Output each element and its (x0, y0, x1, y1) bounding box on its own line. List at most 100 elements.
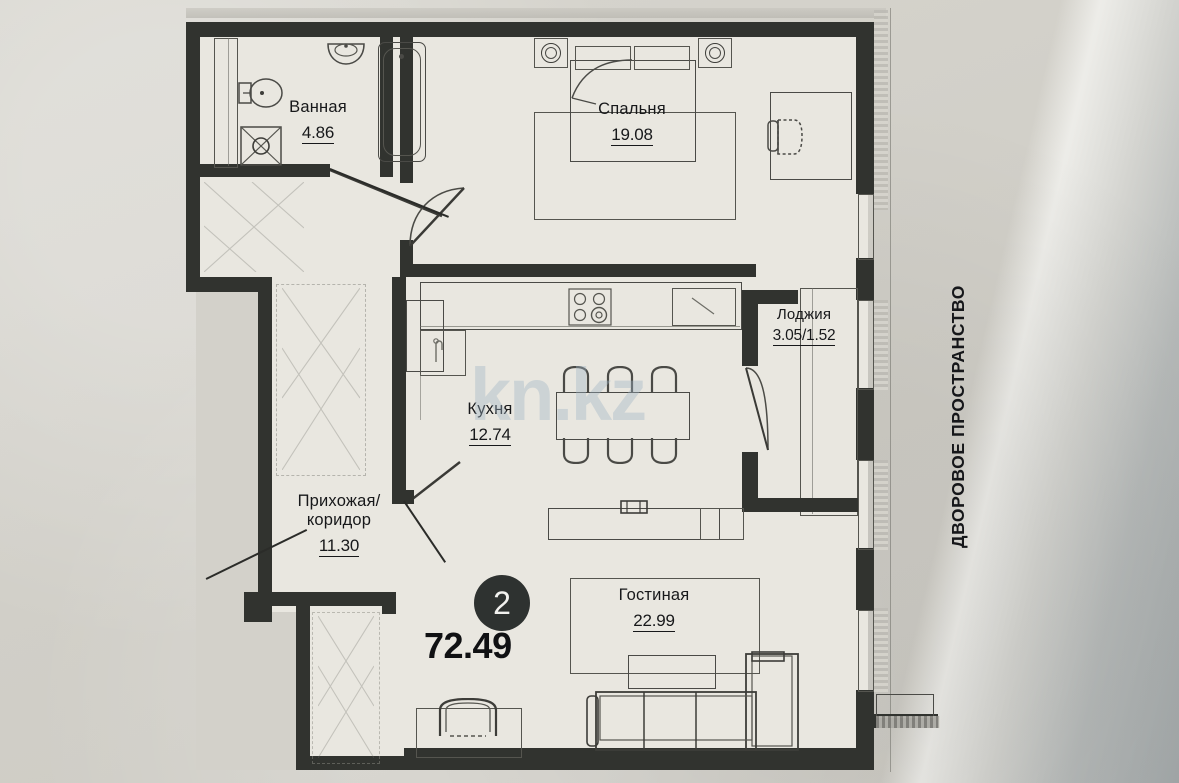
wall-bottom-left-shelf (244, 592, 396, 606)
room-name-kitchen: Кухня (467, 400, 513, 418)
nightstand-left (534, 38, 568, 68)
balcony-hatch (876, 716, 940, 728)
door-bathroom (329, 168, 450, 220)
total-area-value: 72.49 (424, 625, 512, 666)
kitchen-sink-bowl (690, 296, 716, 316)
bedroom-rug (534, 112, 736, 220)
facade-hatch-1 (874, 10, 888, 210)
bathtub-drain (399, 54, 404, 59)
wall-loggia-lower-left (742, 452, 758, 512)
facade-outline (890, 8, 892, 772)
nightstand-lamp-right (705, 43, 725, 63)
rooms-count-badge: 2 (474, 575, 530, 631)
side-cabinet (700, 508, 744, 540)
wall-exterior-right-4 (856, 548, 874, 610)
wall-corridor-left (258, 277, 272, 622)
pillow-left (575, 46, 631, 70)
wall-kitchen-living-left-stub (392, 490, 414, 504)
facade-hatch-3 (874, 460, 888, 550)
facade-hatch-2 (874, 300, 888, 390)
exterior-space-label: ДВОРОВОЕ ПРОСТРАНСТВО (948, 285, 968, 548)
pillow-right (634, 46, 690, 70)
nightstand-lamp-right-inner (709, 47, 721, 59)
shaft-hatch-topleft (203, 181, 305, 273)
kitchen-cabinet-line (420, 374, 422, 420)
living-rug (570, 578, 760, 674)
bed-blanket-fold (570, 58, 640, 106)
washing-machine (240, 126, 282, 166)
kitchen-base-cabinet (420, 330, 466, 376)
room-label-hall: Прихожая/ коридор 11.30 (264, 492, 414, 557)
wall-bottom-left-return (382, 592, 396, 614)
washbasin (324, 40, 368, 66)
door-kitchen (404, 460, 462, 506)
armchair-base (416, 708, 522, 758)
dining-table (556, 392, 690, 440)
room-name-hall: Прихожая/ (297, 492, 381, 510)
window-right-2 (858, 300, 874, 390)
bathtub-inner (383, 48, 421, 156)
wall-loggia-left (742, 290, 758, 366)
wall-left-jog (186, 277, 272, 292)
tv-unit (620, 500, 648, 514)
sofa-l-shaped (586, 650, 822, 760)
bed (570, 60, 696, 162)
refrigerator (406, 300, 444, 372)
room-area-hall: 11.30 (318, 536, 360, 557)
window-right-1 (858, 194, 874, 260)
door-bedroom (408, 186, 468, 248)
room-label-loggia: Лоджия 3.05/1.52 (752, 306, 856, 347)
room-area-bathroom: 4.86 (301, 123, 335, 144)
room-area-kitchen: 12.74 (469, 425, 511, 446)
facade-hatch-4 (874, 608, 888, 692)
room-label-bedroom: Спальня 19.08 (566, 100, 698, 146)
sheet-edge-top (186, 8, 886, 18)
wall-exterior-right-5 (856, 690, 874, 770)
kitchen-counter-edge (420, 326, 740, 328)
wall-entry-lower-left (296, 606, 310, 770)
window-right-3 (858, 460, 874, 550)
door-loggia (744, 366, 770, 452)
dining-chairs-bottom (560, 438, 686, 465)
shaft-outline-upper (276, 284, 366, 476)
dining-chairs-top (560, 365, 686, 392)
room-label-bathroom: Ванная 4.86 (254, 98, 382, 144)
nightstand-right (698, 38, 732, 68)
room-name-loggia: Лоджия (776, 306, 832, 323)
shaft-hatch-lower (317, 615, 375, 759)
shaft-outline-lower (312, 612, 380, 764)
wall-bedroom-kitchen (400, 264, 756, 277)
cooktop (568, 288, 612, 326)
kitchen-faucet (432, 336, 454, 364)
wall-exterior-top (186, 22, 874, 37)
bathroom-riser-line (228, 38, 230, 166)
coffee-table (628, 655, 716, 689)
room-name-bedroom: Спальня (598, 100, 666, 118)
wall-kitchen-left (392, 277, 406, 495)
loggia-enclosure (800, 288, 858, 516)
wall-loggia-top (742, 290, 798, 304)
desk-chair (766, 116, 804, 158)
watermark-text: kn.kz (470, 353, 647, 436)
exterior-notch-left (196, 288, 258, 770)
room-name-hall-2: коридор (306, 511, 372, 530)
loggia-glazing-line (812, 288, 814, 514)
kitchen-sink (672, 288, 736, 326)
watermark-kn-kz: kn.kz (470, 352, 647, 437)
room-label-kitchen: Кухня 12.74 (434, 400, 546, 446)
wall-exterior-bottom-upper (404, 748, 874, 758)
toilet (238, 74, 284, 114)
balcony-railing (876, 694, 934, 718)
wall-exterior-right-2 (856, 258, 874, 300)
room-name-living: Гостиная (618, 586, 690, 604)
shaft-hatch-upper (281, 287, 361, 471)
nightstand-lamp-left-inner (545, 47, 557, 59)
room-area-living: 22.99 (633, 611, 675, 632)
wall-exterior-left-upper (186, 22, 200, 292)
kitchen-counter-top (420, 282, 742, 330)
room-label-living: Гостиная 22.99 (588, 586, 720, 632)
room-area-bedroom: 19.08 (611, 125, 653, 146)
wall-kitchen-living (742, 498, 858, 512)
